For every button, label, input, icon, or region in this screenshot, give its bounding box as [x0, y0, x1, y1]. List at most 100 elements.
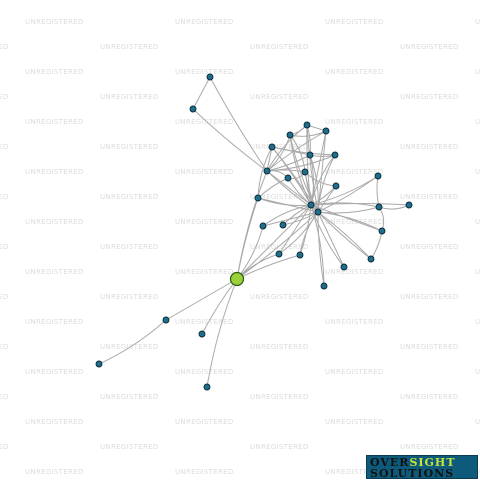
watermark-text: UNREGISTERED [0, 93, 9, 101]
watermark-text: UNREGISTERED [475, 18, 480, 26]
watermark-text: UNREGISTERED [400, 243, 459, 251]
watermark-text: UNREGISTERED [0, 143, 9, 151]
watermark-text: UNREGISTERED [325, 168, 384, 176]
graph-node[interactable] [275, 250, 283, 258]
oversight-solutions-logo: OVERSIGHT SOLUTIONS [366, 455, 478, 479]
graph-edge [266, 130, 327, 172]
graph-edge [236, 225, 264, 280]
graph-node[interactable] [307, 201, 315, 209]
graph-edge [317, 211, 325, 287]
graph-edge [271, 146, 336, 156]
graph-edge [209, 76, 268, 172]
graph-edge [206, 278, 238, 388]
watermark-text: UNREGISTERED [100, 193, 159, 201]
graph-node[interactable] [279, 221, 287, 229]
graph-node[interactable] [284, 174, 292, 182]
graph-node[interactable] [95, 360, 103, 368]
watermark-text: UNREGISTERED [250, 93, 309, 101]
watermark-text: UNREGISTERED [400, 143, 459, 151]
graph-edge [257, 146, 273, 199]
watermark-text: UNREGISTERED [325, 118, 384, 126]
graph-node[interactable] [306, 151, 314, 159]
graph-edge [317, 154, 336, 213]
watermark-text: UNREGISTERED [325, 418, 384, 426]
watermark-text: UNREGISTERED [325, 318, 384, 326]
graph-node[interactable] [332, 182, 340, 190]
watermark-text: UNREGISTERED [0, 193, 9, 201]
graph-node[interactable] [259, 222, 267, 230]
watermark-text: UNREGISTERED [25, 118, 84, 126]
graph-edge [306, 124, 319, 213]
watermark-text: UNREGISTERED [25, 218, 84, 226]
watermark-text: UNREGISTERED [0, 343, 9, 351]
watermark-text: UNREGISTERED [175, 468, 234, 476]
graph-edge [317, 175, 379, 213]
watermark-text: UNREGISTERED [250, 143, 309, 151]
graph-edge [278, 211, 319, 255]
graph-node[interactable] [206, 73, 214, 81]
graph-node[interactable] [263, 167, 271, 175]
graph-node[interactable] [296, 251, 304, 259]
graph-node[interactable] [303, 121, 311, 129]
graph-node[interactable] [301, 168, 309, 176]
watermark-text: UNREGISTERED [250, 243, 309, 251]
watermark-text: UNREGISTERED [250, 43, 309, 51]
watermark-text: UNREGISTERED [475, 268, 480, 276]
watermark-text: UNREGISTERED [400, 193, 459, 201]
watermark-text: UNREGISTERED [250, 293, 309, 301]
watermark-text: UNREGISTERED [25, 468, 84, 476]
central-company-node[interactable] [229, 271, 245, 287]
graph-edge [304, 171, 319, 213]
logo-line-1: OVERSIGHT [370, 457, 456, 468]
graph-edge [282, 211, 319, 226]
graph-edge [236, 254, 301, 280]
watermark-text: UNREGISTERED [175, 268, 234, 276]
graph-node[interactable] [340, 263, 348, 271]
watermark-text: UNREGISTERED [0, 393, 9, 401]
watermark-text: UNREGISTERED [250, 193, 309, 201]
watermark-text: UNREGISTERED [100, 93, 159, 101]
watermark-text: UNREGISTERED [400, 443, 459, 451]
graph-edge [236, 204, 312, 280]
graph-node[interactable] [378, 227, 386, 235]
graph-node[interactable] [374, 172, 382, 180]
logo-sight-text: SIGHT [409, 456, 456, 469]
graph-edge [266, 170, 319, 213]
watermark-text: UNREGISTERED [0, 293, 9, 301]
graph-node[interactable] [405, 201, 413, 209]
watermark-text: UNREGISTERED [25, 68, 84, 76]
graph-node[interactable] [314, 208, 322, 216]
graph-node[interactable] [254, 194, 262, 202]
watermark-text: UNREGISTERED [175, 118, 234, 126]
watermark-text: UNREGISTERED [100, 393, 159, 401]
graph-node[interactable] [286, 131, 294, 139]
node-layer [95, 73, 413, 391]
watermark-text: UNREGISTERED [175, 368, 234, 376]
graph-node[interactable] [320, 282, 328, 290]
graph-node[interactable] [331, 151, 339, 159]
graph-edge [262, 204, 312, 227]
watermark-text: UNREGISTERED [25, 18, 84, 26]
graph-node[interactable] [203, 383, 211, 391]
graph-node[interactable] [367, 255, 375, 263]
graph-node[interactable] [322, 127, 330, 135]
watermark-text: UNREGISTERED [100, 43, 159, 51]
graph-edge [370, 230, 383, 260]
watermark-text: UNREGISTERED [475, 168, 480, 176]
watermark-text: UNREGISTERED [100, 293, 159, 301]
graph-node[interactable] [268, 143, 276, 151]
graph-node[interactable] [162, 316, 170, 324]
watermark-text: UNREGISTERED [400, 393, 459, 401]
watermark-text: UNREGISTERED [175, 318, 234, 326]
watermark-text: UNREGISTERED [175, 168, 234, 176]
graph-node[interactable] [189, 105, 197, 113]
graph-node[interactable] [198, 330, 206, 338]
watermark-text: UNREGISTERED [175, 68, 234, 76]
watermark-text: UNREGISTERED [475, 118, 480, 126]
graph-node[interactable] [375, 203, 383, 211]
watermark-text: UNREGISTERED [400, 343, 459, 351]
graph-edge [317, 211, 383, 232]
graph-edge [236, 197, 259, 280]
logo-line-2: SOLUTIONS [370, 467, 455, 480]
